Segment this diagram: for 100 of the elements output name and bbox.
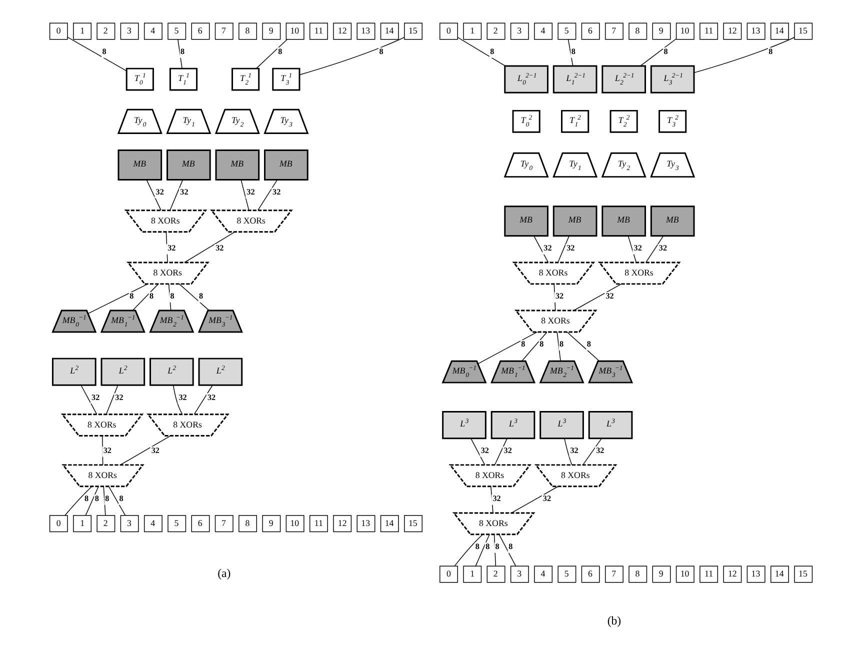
node-box: MB	[215, 149, 260, 180]
edge-label: 8	[84, 494, 89, 503]
node-box: 4	[144, 515, 162, 532]
edge-label: 32	[168, 244, 176, 253]
node-box: L$^{2}$	[52, 358, 96, 386]
node-box: 15	[404, 22, 422, 40]
connector	[67, 36, 127, 72]
edge-label: 8	[486, 542, 490, 552]
connector	[454, 534, 483, 566]
connector	[628, 236, 637, 263]
connector	[120, 435, 171, 466]
edge-label: 32	[115, 392, 124, 402]
edge-label: 32	[180, 187, 188, 196]
connector	[106, 385, 118, 414]
node-box: L$^{2}$	[100, 358, 146, 386]
connector	[240, 179, 250, 211]
edge-label: 32	[151, 446, 160, 455]
node-box: 12	[723, 22, 742, 40]
edge-label: 8	[521, 340, 526, 349]
node-box: 7	[605, 22, 624, 40]
node-box: 2	[486, 566, 506, 583]
node-box: L$^{3}$	[588, 411, 633, 440]
node-box: 10	[286, 515, 304, 532]
connector	[194, 385, 213, 414]
connector	[64, 486, 92, 516]
connector	[564, 438, 572, 466]
edge-label: 8	[379, 47, 384, 56]
edge-label: 32	[570, 446, 578, 455]
node-box: 5	[558, 566, 576, 583]
edge-label: 8	[119, 494, 124, 503]
node-box: 1	[463, 22, 482, 40]
edge-label: 32	[544, 244, 552, 253]
edge-label: 32	[216, 244, 224, 253]
edge-label: 8	[105, 494, 110, 503]
node-box: 3	[120, 515, 139, 532]
node-box: L$^{3}$	[540, 411, 584, 440]
node-box: 15	[404, 515, 422, 532]
connector	[85, 486, 99, 516]
connector	[534, 236, 549, 263]
node-box: 14	[770, 566, 789, 583]
connector	[170, 179, 184, 211]
edge-label: 32	[596, 446, 604, 455]
connector	[146, 179, 162, 211]
connector	[511, 486, 559, 514]
node-box: 2	[96, 515, 116, 532]
edge-label: 8	[170, 292, 174, 301]
node-box: 11	[700, 22, 718, 40]
node-box: 9	[262, 515, 281, 532]
edge-label: 32	[492, 494, 501, 503]
connector	[168, 284, 172, 311]
node-box: 2	[96, 22, 116, 40]
edge-label: 8	[586, 340, 591, 349]
node-box: 1	[73, 515, 92, 532]
connector	[256, 39, 288, 69]
node-box: 1	[73, 22, 92, 40]
connector	[166, 232, 168, 263]
node-box: 8	[628, 22, 648, 40]
node-box: 11	[309, 22, 328, 40]
connector	[184, 232, 236, 263]
node-box: 12	[333, 22, 352, 40]
connector	[103, 486, 106, 516]
node-box: 12	[723, 566, 742, 583]
node-box: MB	[264, 149, 308, 180]
node-box: 3	[510, 566, 529, 583]
node-box: MB	[552, 206, 598, 237]
node-box: L$^{2}$	[198, 358, 243, 386]
node-box: L$^{3}$	[490, 411, 536, 440]
node-box: 12	[333, 515, 352, 532]
node-box: 9	[652, 22, 671, 40]
connector	[694, 36, 795, 74]
node-box: 11	[309, 515, 328, 532]
node-box: 8	[238, 22, 257, 40]
node-box: 7	[214, 515, 234, 532]
node-box: 9	[262, 22, 281, 40]
node-box: 10	[286, 22, 304, 40]
edge-label: 8	[768, 47, 773, 56]
edge-label: 32	[208, 392, 216, 402]
connector	[88, 284, 148, 314]
edge-label: 32	[606, 292, 614, 301]
connector	[80, 385, 98, 414]
node-box: 6	[191, 22, 210, 40]
edge-label: 8	[278, 47, 282, 56]
edge-label: 32	[156, 187, 164, 196]
node-box: 14	[380, 515, 399, 532]
node-box: 7	[605, 566, 624, 583]
connector	[582, 438, 602, 466]
edge-label: 32	[555, 292, 564, 301]
node-box: 3	[120, 22, 139, 40]
edge-label: 32	[246, 187, 255, 196]
edge-label: 8	[560, 340, 564, 349]
node-box: 4	[534, 22, 553, 40]
connector	[574, 284, 622, 311]
edge-label: 32	[658, 244, 668, 253]
node-box: 4	[534, 566, 553, 583]
connector	[258, 179, 278, 211]
edge-label: 8	[540, 340, 544, 349]
edge-label: 8	[490, 47, 494, 56]
edge-label: 8	[94, 494, 99, 503]
edge-label: 8	[130, 292, 134, 301]
connector	[522, 332, 548, 362]
